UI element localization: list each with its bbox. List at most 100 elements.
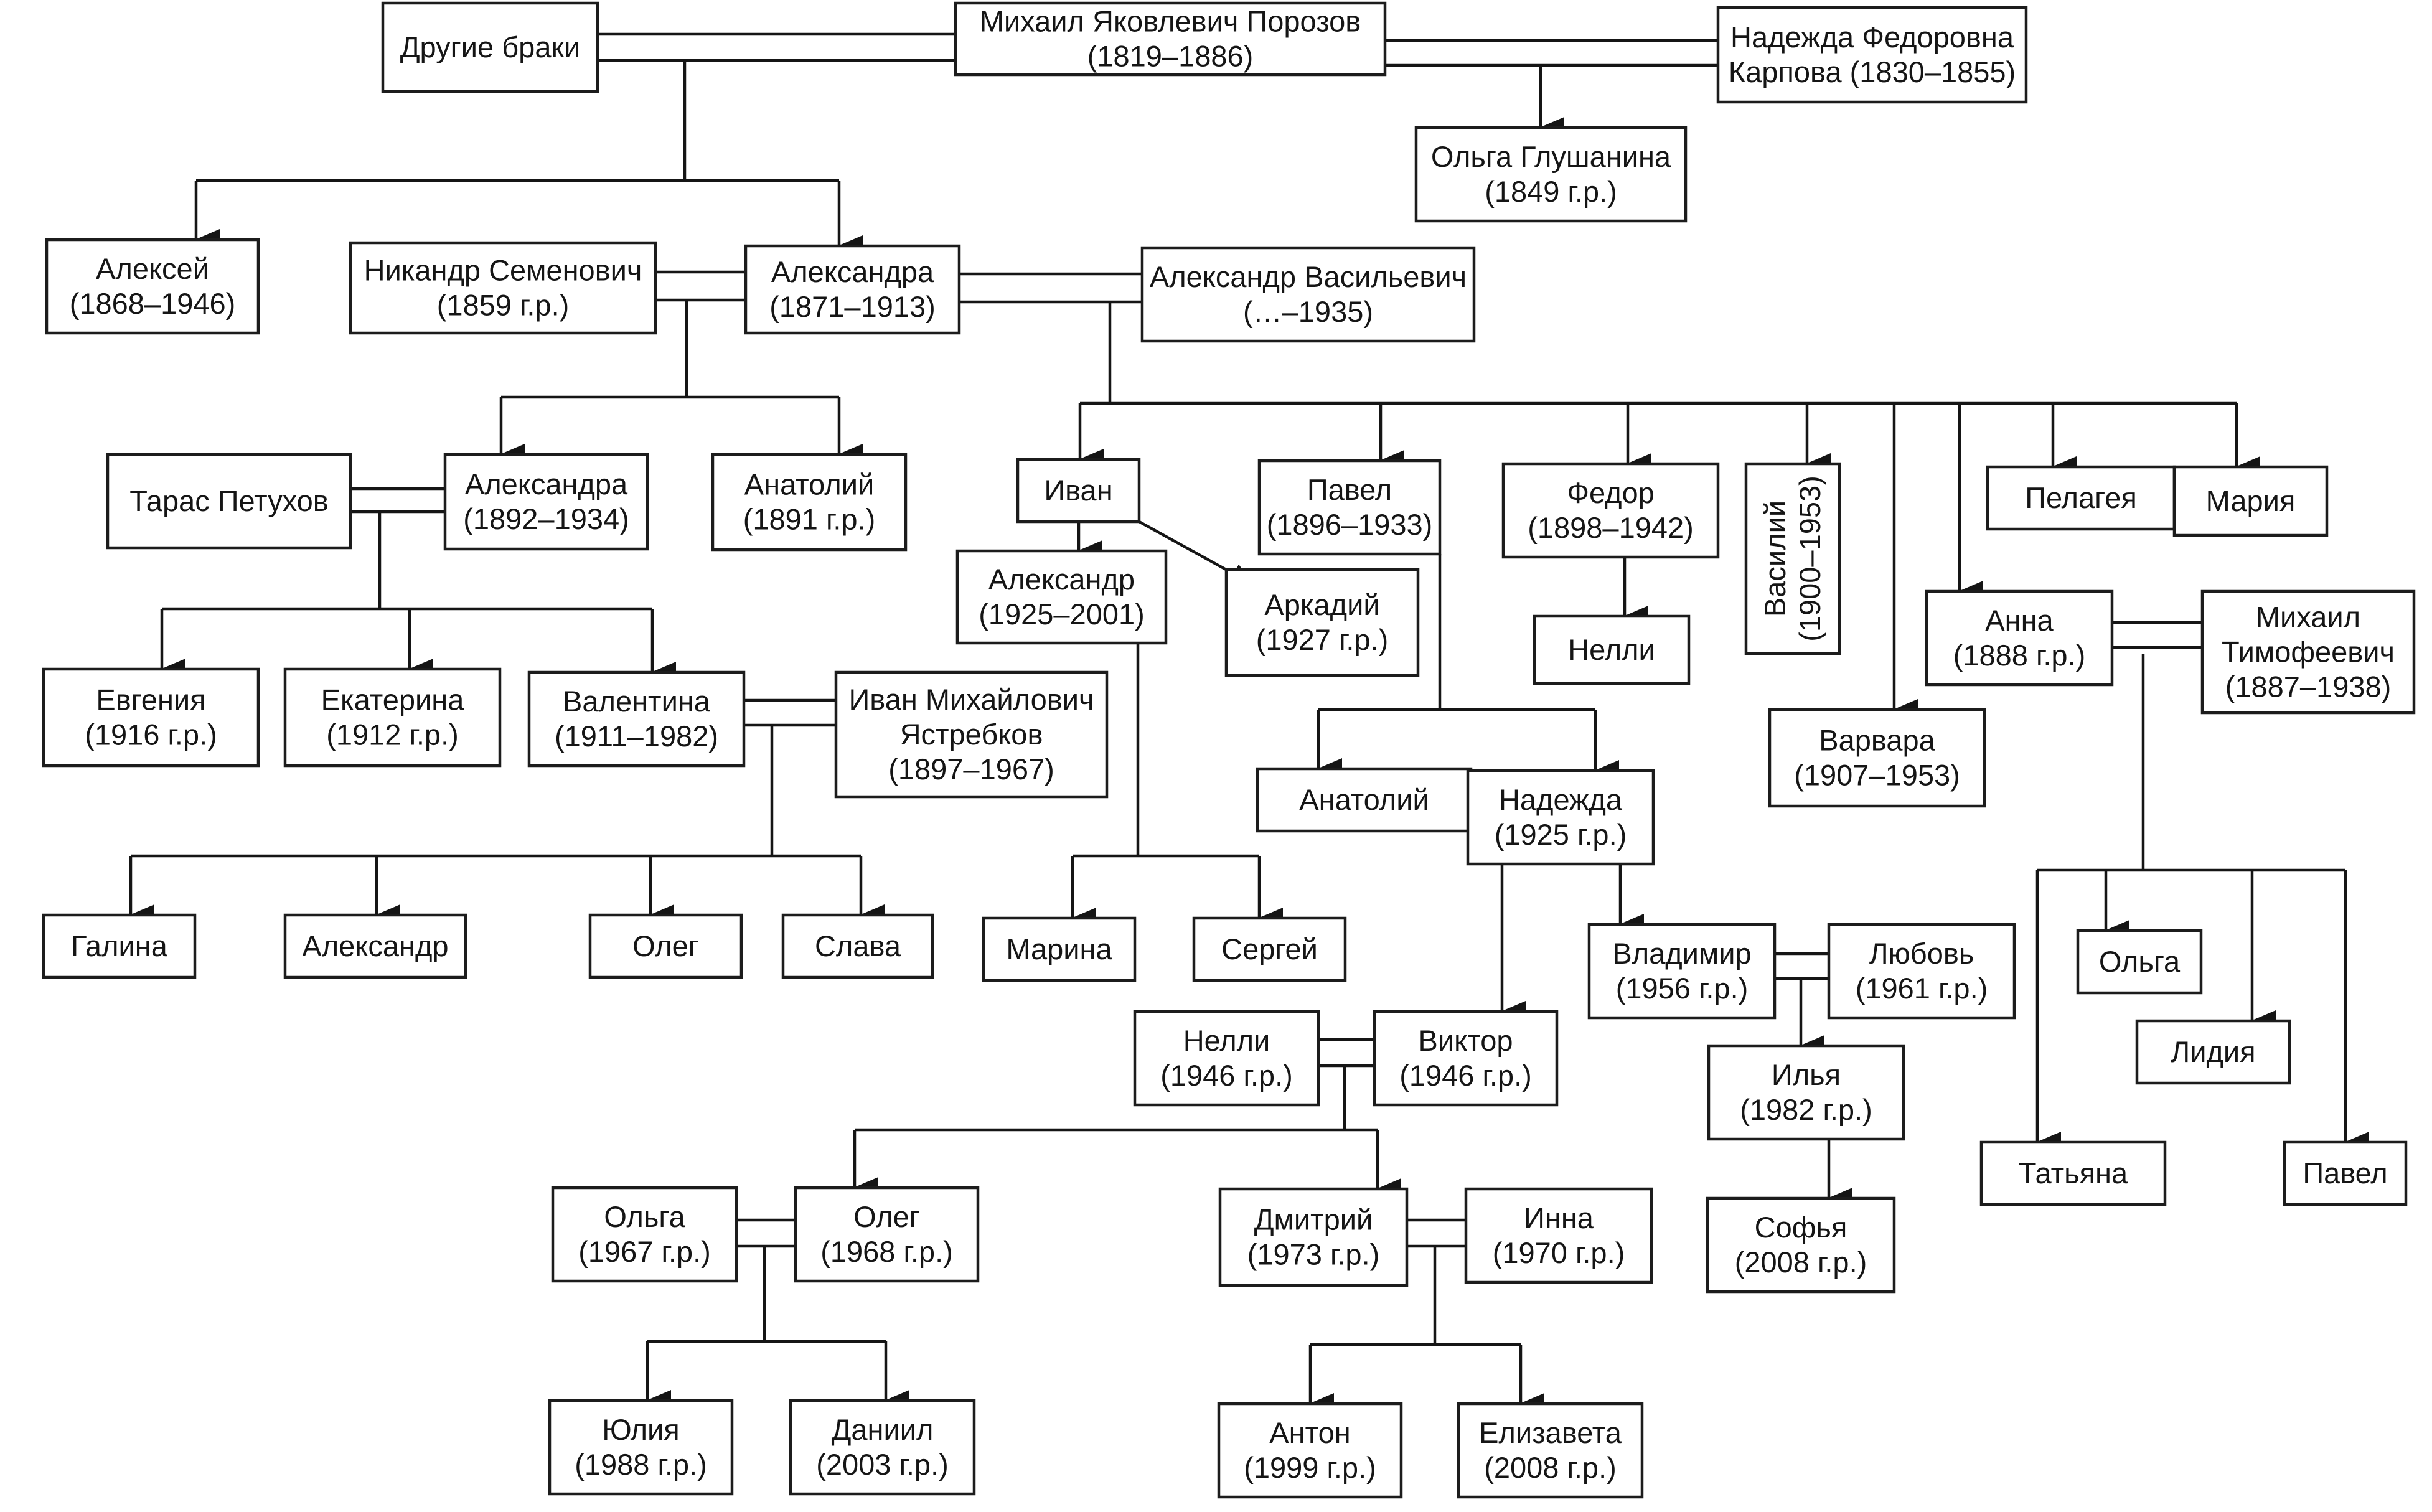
person-label: Анна(1888 г.р.): [1953, 604, 2086, 672]
person-box-frame: [1133, 1010, 1320, 1107]
person-label: Юлия(1988 г.р.): [575, 1413, 707, 1481]
person-label-line: Юлия: [602, 1413, 680, 1446]
person-label-line: (1925–2001): [979, 598, 1145, 631]
person-label: Алексей(1868–1946): [70, 252, 236, 320]
person-label-line: Михаил: [2256, 601, 2360, 634]
person-label-line: Нелли: [1183, 1024, 1270, 1057]
person-box-frame: [1501, 462, 1720, 559]
person-label-line: Василий: [1758, 500, 1791, 617]
person-label-line: (1859 г.р.): [437, 289, 570, 322]
person-label-line: (1961 г.р.): [1856, 972, 1988, 1005]
person-label: Валентина(1911–1982): [555, 685, 718, 753]
person-box-vladimir: Владимир(1956 г.р.): [1587, 923, 1777, 1020]
person-label-line: (1887–1938): [2225, 670, 2392, 703]
person-label: Нелли: [1568, 633, 1655, 666]
person-label-line: (2008 г.р.): [1484, 1451, 1617, 1484]
person-box-sergei: Сергей: [1192, 916, 1347, 982]
person-box-frame: [744, 244, 961, 335]
person-label-line: Александр: [302, 929, 448, 962]
person-label: Ольга: [2099, 945, 2181, 978]
person-label-line: Павел: [1307, 473, 1392, 506]
person-box-lyubov: Любовь(1961 г.р.): [1827, 923, 2016, 1020]
person-label: Софья(2008 г.р.): [1735, 1211, 1867, 1279]
person-label: Антон(1999 г.р.): [1244, 1416, 1376, 1484]
person-label: Павел: [2303, 1157, 2387, 1190]
person-box-frame: [2283, 1140, 2408, 1206]
person-label-line: (1999 г.р.): [1244, 1451, 1376, 1484]
person-box-frame: [1256, 767, 1473, 833]
person-box-sofya: Софья(2008 г.р.): [1706, 1196, 1896, 1294]
person-box-frame: [106, 453, 352, 550]
person-box-aleksei: Алексей(1868–1946): [45, 238, 260, 335]
person-label-line: Слава: [815, 929, 901, 962]
person-label-line: Тарас Петухов: [129, 484, 329, 517]
person-label: Владимир(1956 г.р.): [1612, 937, 1751, 1005]
person-box-frame: [1414, 126, 1688, 223]
person-box-valentina: Валентина(1911–1982): [527, 670, 746, 768]
person-label: Никандр Семенович(1859 г.р.): [364, 254, 642, 322]
person-box-frame: [1466, 769, 1655, 866]
person-box-frame: [381, 1, 599, 93]
person-label-line: Виктор: [1419, 1024, 1513, 1057]
person-label-line: (1868–1946): [70, 287, 236, 320]
person-label: Галина: [71, 929, 168, 962]
person-label-line: (1968 г.р.): [820, 1235, 953, 1268]
person-box-olga-glushanina: Ольга Глушанина(1849 г.р.): [1414, 126, 1688, 223]
person-label: Нелли(1946 г.р.): [1160, 1024, 1293, 1092]
person-box-frame: [1533, 614, 1691, 685]
person-box-pavel-1896: Павел(1896–1933): [1257, 459, 1442, 556]
person-label-line: Александр: [988, 563, 1135, 596]
person-label-line: (1982 г.р.): [1740, 1093, 1872, 1126]
person-box-nikandr: Никандр Семенович(1859 г.р.): [349, 241, 657, 335]
person-box-olga-2: Ольга: [2076, 929, 2203, 995]
person-label: Василий(1900–1953): [1758, 476, 1826, 642]
person-label-line: (…–1935): [1243, 295, 1373, 328]
person-label-line: (1946 г.р.): [1160, 1059, 1293, 1092]
person-label-line: Валентина: [563, 685, 711, 718]
person-box-frame: [42, 913, 197, 979]
person-label-line: Софья: [1755, 1211, 1847, 1244]
person-box-arkady: Аркадий(1927 г.р.): [1224, 568, 1420, 677]
person-box-frame: [789, 1399, 976, 1496]
person-label-line: Евгения: [96, 683, 205, 716]
person-label-line: (2008 г.р.): [1735, 1246, 1867, 1279]
person-box-elizaveta: Елизавета(2008 г.р.): [1457, 1402, 1644, 1499]
person-label-line: Нелли: [1568, 633, 1655, 666]
person-label: Олег(1968 г.р.): [820, 1200, 953, 1268]
person-label: Инна(1970 г.р.): [1493, 1201, 1625, 1269]
person-box-frame: [588, 913, 743, 979]
person-label-line: (1849 г.р.): [1485, 175, 1617, 208]
person-box-frame: [2200, 589, 2416, 715]
person-label-line: Варвара: [1819, 724, 1935, 757]
person-label-line: (1988 г.р.): [575, 1448, 707, 1481]
person-label-line: Галина: [71, 929, 168, 962]
person-label-line: (1925 г.р.): [1495, 818, 1627, 851]
person-box-frame: [527, 670, 746, 768]
person-label: Александра(1892–1934): [463, 467, 629, 535]
person-box-inna: Инна(1970 г.р.): [1464, 1187, 1653, 1284]
person-label: Аркадий(1927 г.р.): [1256, 588, 1389, 656]
person-label-line: Дмитрий: [1254, 1203, 1373, 1236]
person-label-line: Пелагея: [2025, 481, 2137, 514]
person-box-ekaterina: Екатерина(1912 г.р.): [283, 667, 502, 768]
person-label-line: (2003 г.р.): [816, 1448, 949, 1481]
person-label-line: Тимофеевич: [2222, 636, 2395, 669]
person-label-line: (1946 г.р.): [1399, 1059, 1532, 1092]
person-label-line: (1967 г.р.): [578, 1235, 711, 1268]
person-label-line: Владимир: [1612, 937, 1751, 970]
person-box-vasily: Василий(1900–1953): [1744, 462, 1841, 655]
person-box-frame: [1224, 568, 1420, 677]
person-label: Варвара(1907–1953): [1794, 724, 1960, 792]
person-label-line: Другие браки: [400, 31, 581, 63]
person-box-frame: [954, 1, 1387, 77]
person-label-line: Иван: [1044, 474, 1112, 507]
person-label-line: Ястребков: [900, 718, 1043, 751]
person-label-line: Даниил: [832, 1413, 934, 1446]
person-box-nelli-1: Нелли: [1533, 614, 1691, 685]
person-label-line: (1911–1982): [555, 720, 718, 753]
person-box-oleg-1968: Олег(1968 г.р.): [794, 1186, 980, 1283]
person-label: Слава: [815, 929, 901, 962]
person-label-line: (1970 г.р.): [1493, 1236, 1625, 1269]
person-label: Другие браки: [400, 31, 581, 63]
